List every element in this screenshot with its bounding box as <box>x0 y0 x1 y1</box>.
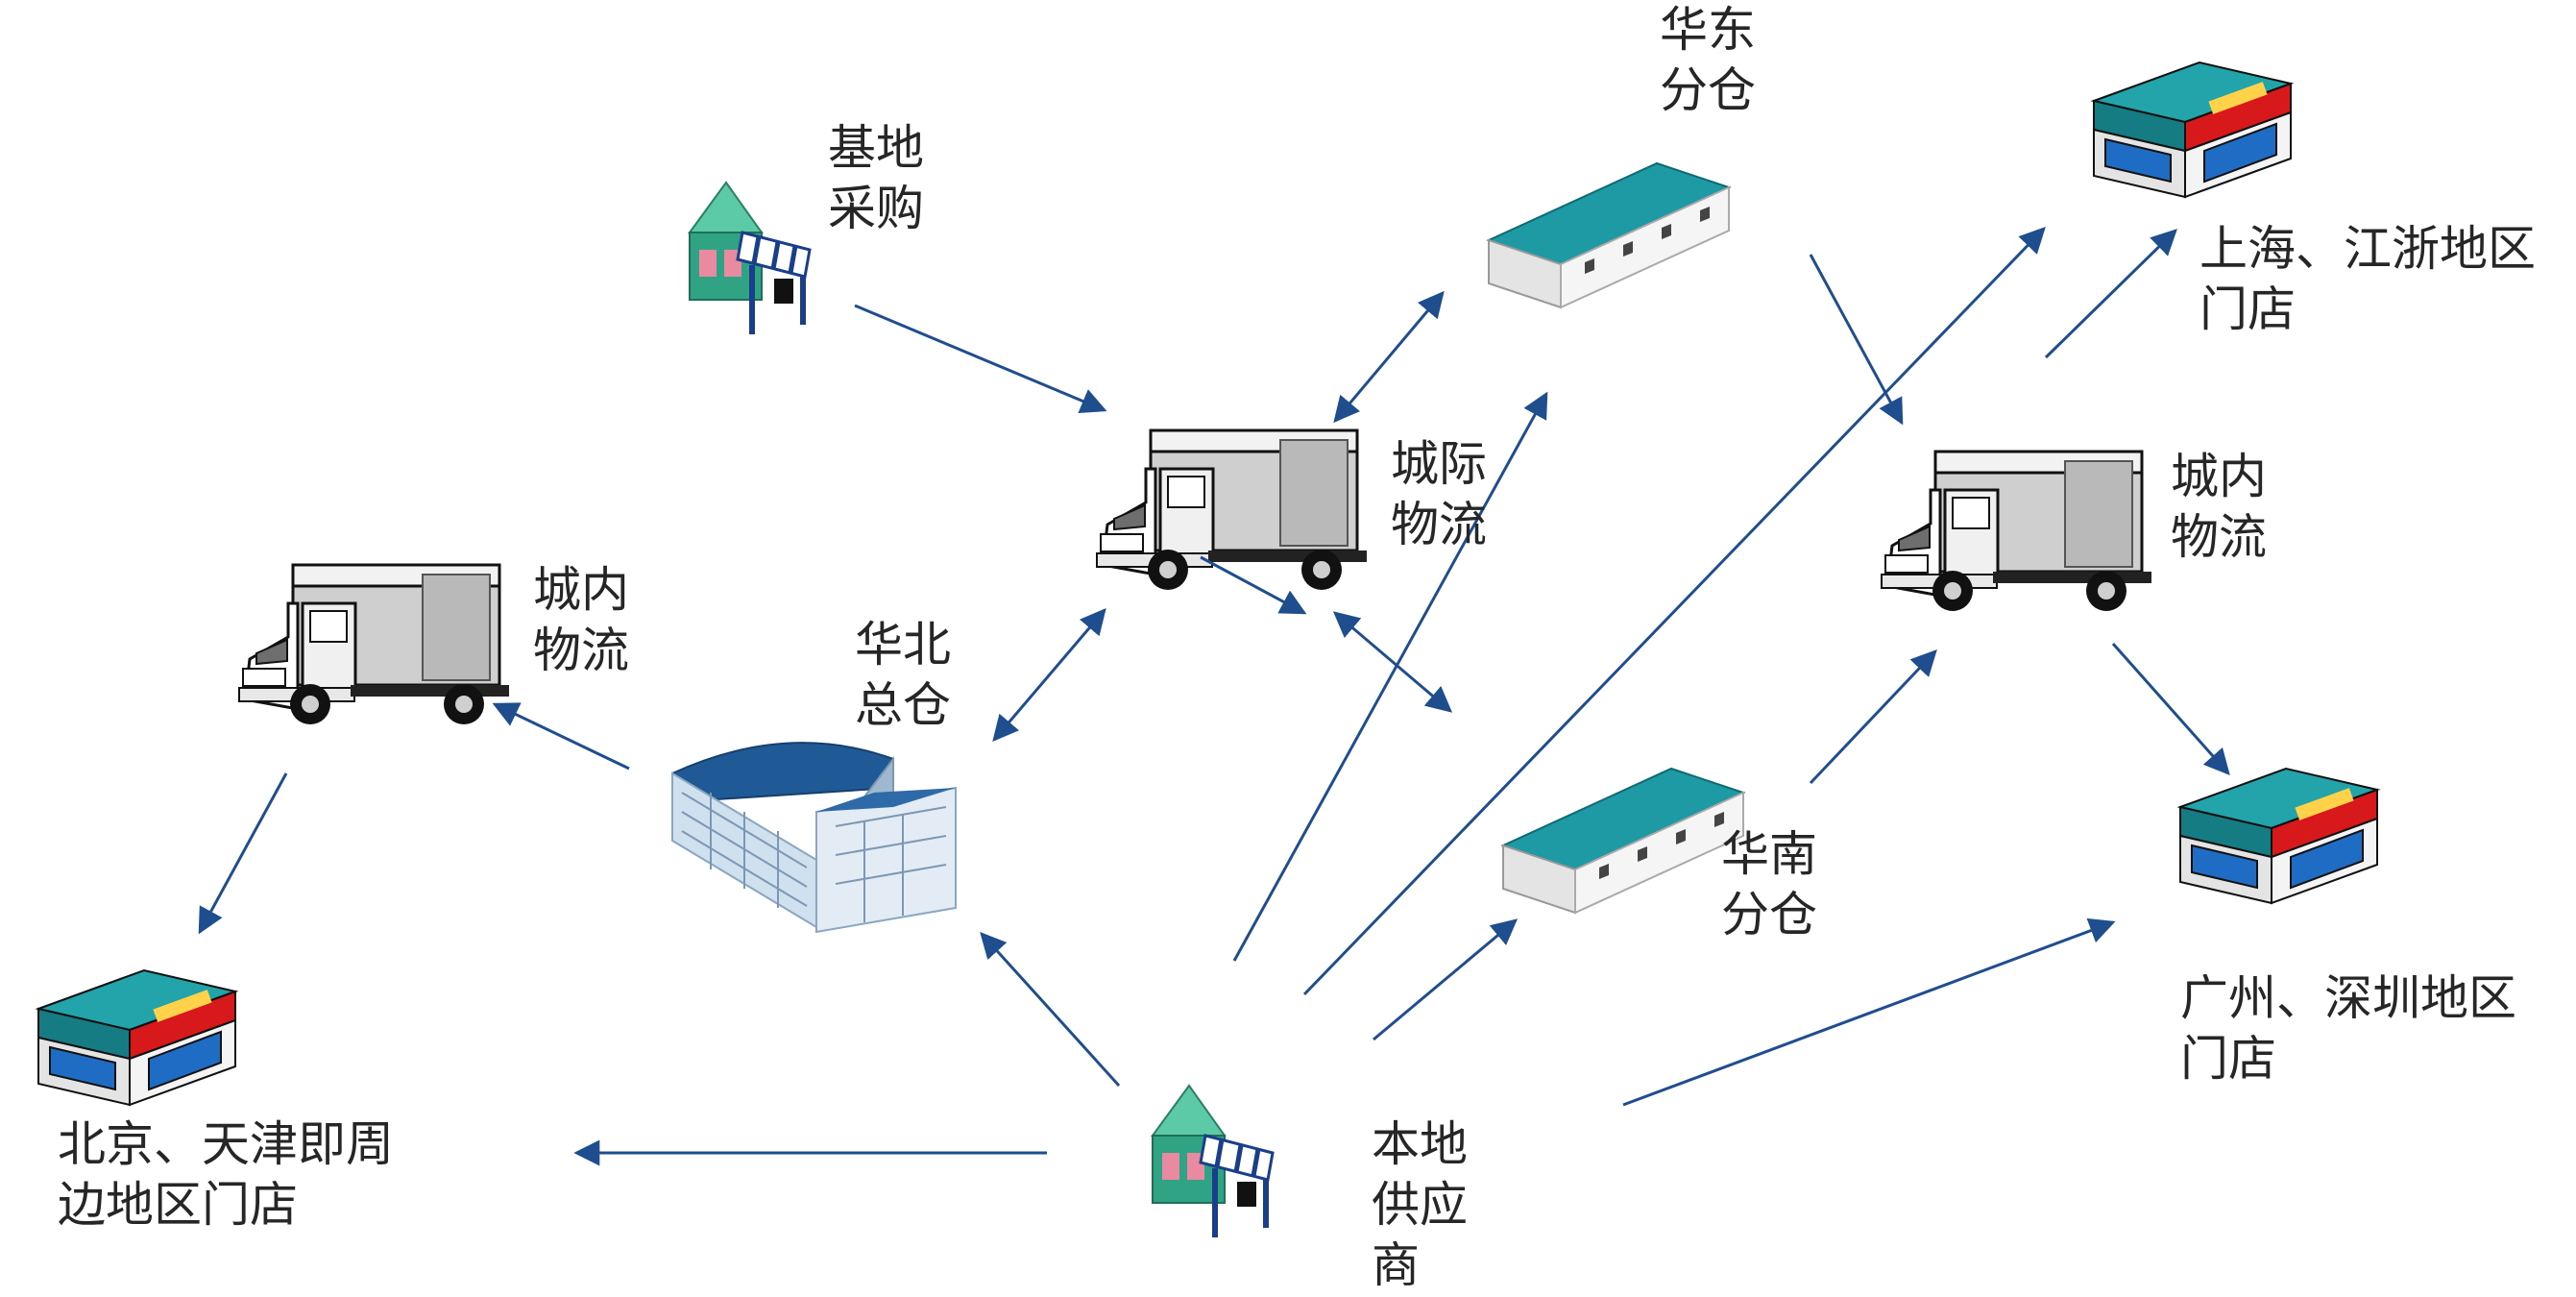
arrow-supplier-to-east-warehouse <box>1232 391 1548 962</box>
base-purchase-shop-icon <box>690 183 810 334</box>
label-local-supplier: 本地 供应 商 <box>1372 1116 1468 1293</box>
label-city-logistics-left: 城内 物流 <box>533 562 629 678</box>
label-beijing-stores: 北京、天津即周 边地区门店 <box>58 1116 394 1233</box>
label-shanghai-stores: 上海、江浙地区 门店 <box>2199 221 2536 337</box>
label-south-warehouse: 华南 分仓 <box>1721 826 1817 942</box>
local-supplier-shop-icon <box>1153 1086 1273 1237</box>
intercity-truck-icon <box>1095 428 1369 592</box>
arrow-base-to-intercity <box>854 304 1107 414</box>
arrow-hq-intercity <box>992 607 1106 743</box>
arrow-supplier-to-guangzhou <box>1622 918 2116 1107</box>
label-north-hq: 华北 总仓 <box>855 617 951 733</box>
arrow-supplier-to-east <box>1200 555 1307 615</box>
beijing-store-icon <box>37 969 236 1106</box>
south-warehouse-icon <box>1502 768 1744 914</box>
label-intercity-logistics: 城际 物流 <box>1391 436 1487 552</box>
arrow-supplier-to-south <box>1373 918 1519 1041</box>
label-guangzhou-stores: 广州、深圳地区 门店 <box>2180 970 2516 1087</box>
north-hq-building-icon <box>671 742 957 933</box>
arrow-supplier-to-hq <box>980 931 1121 1088</box>
arrow-south-to-city-right <box>1809 649 1937 785</box>
arrow-supplier-to-shanghai <box>1302 227 2046 996</box>
arrow-to-shanghai-stores <box>2044 229 2177 359</box>
label-base-purchase: 基地 采购 <box>828 120 924 236</box>
arrow-hq-to-city-left <box>492 702 630 771</box>
arrow-intercity-east <box>1333 290 1445 424</box>
arrow-city-left-to-beijing <box>198 772 288 935</box>
arrow-city-right-to-guangzhou <box>2111 643 2230 776</box>
east-warehouse-icon <box>1488 162 1730 308</box>
label-east-warehouse: 华东 分仓 <box>1660 2 1756 118</box>
label-city-logistics-right: 城内 物流 <box>2171 449 2267 565</box>
guangzhou-store-icon <box>2179 768 2378 904</box>
arrow-east-to-city-right <box>1809 254 1904 426</box>
shanghai-store-icon <box>2093 61 2292 198</box>
arrow-intercity-south <box>1332 611 1453 713</box>
city-truck-left-icon <box>237 563 511 726</box>
city-truck-right-icon <box>1880 450 2153 613</box>
